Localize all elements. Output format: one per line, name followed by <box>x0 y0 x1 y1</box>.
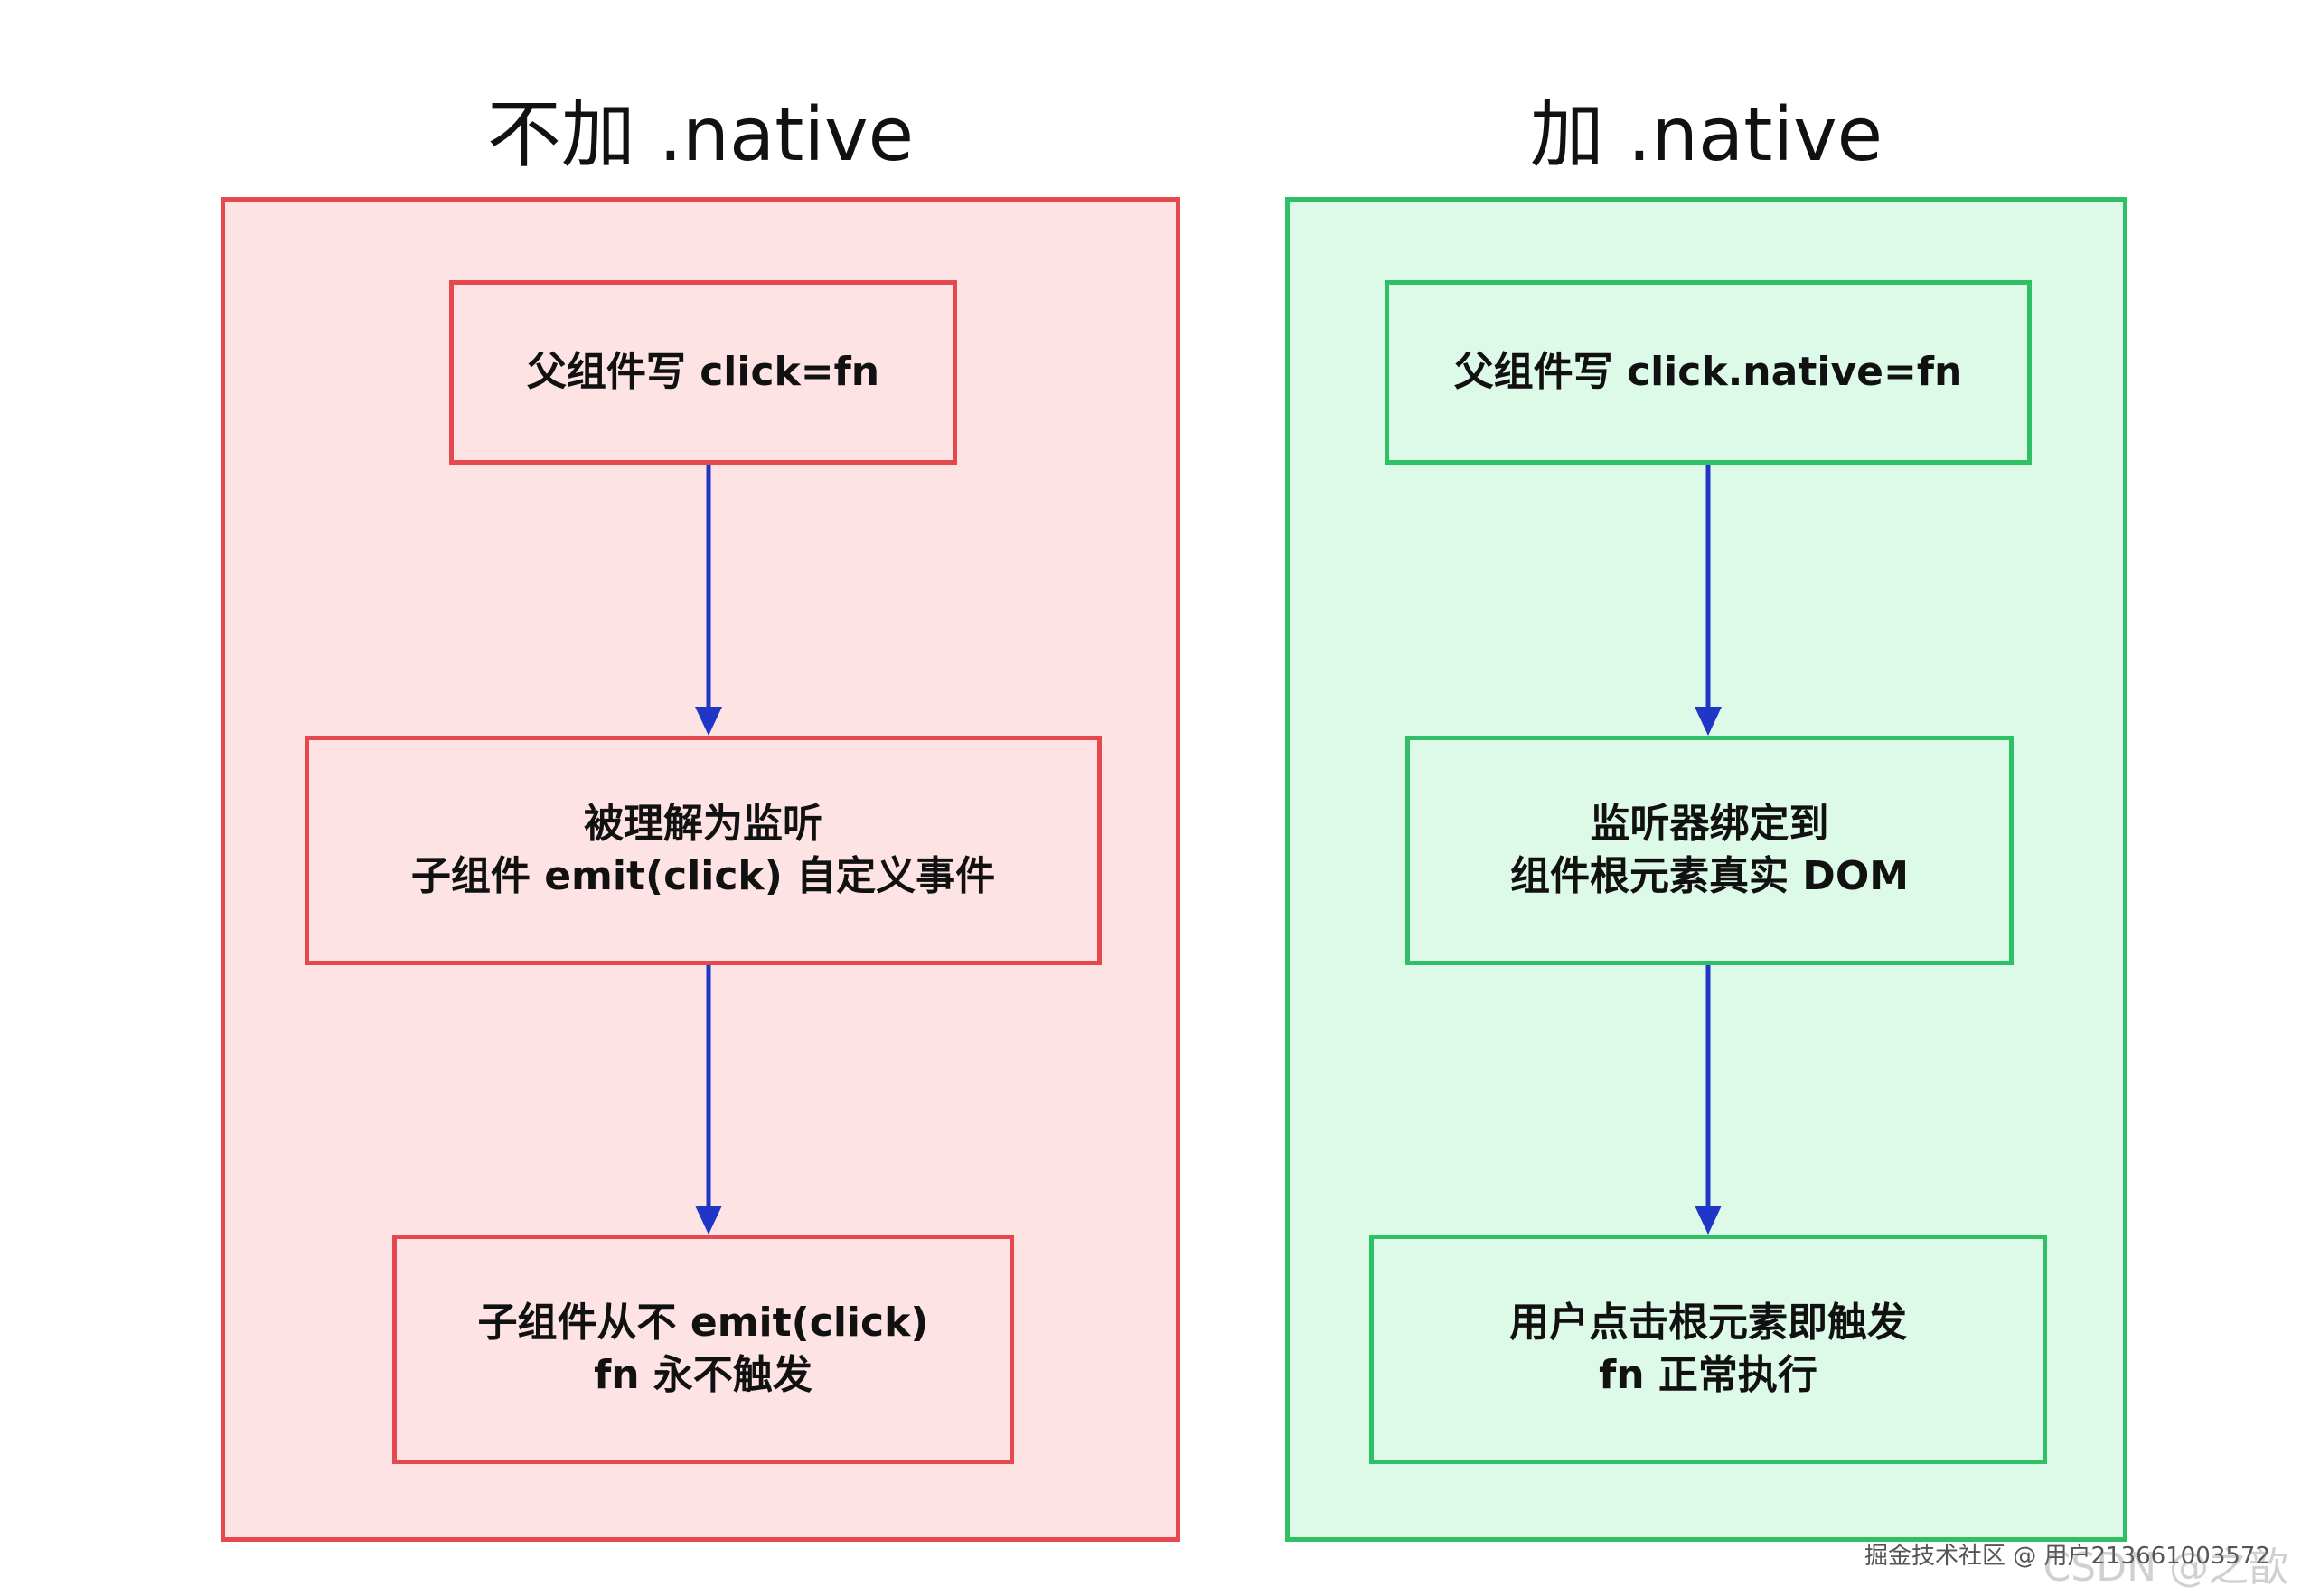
left-node-1-line-1: 父组件写 click=fn <box>526 349 880 395</box>
right-node-2: 监听器绑定到 组件根元素真实 DOM <box>1405 736 2014 965</box>
right-arrow-2 <box>1695 965 1722 1235</box>
watermark-csdn: CSDN @之歆 <box>2043 1544 2288 1591</box>
left-arrow-1 <box>695 465 722 736</box>
left-arrow-2 <box>695 965 722 1235</box>
left-node-3-line-1: 子组件从不 emit(click) <box>477 1300 929 1346</box>
left-node-2-line-2: 子组件 emit(click) 自定义事件 <box>410 853 996 899</box>
left-node-1: 父组件写 click=fn <box>449 280 957 465</box>
right-node-1-line-1: 父组件写 click.native=fn <box>1453 349 1963 395</box>
right-node-3-line-2: fn 正常执行 <box>1599 1352 1817 1398</box>
right-node-2-line-2: 组件根元素真实 DOM <box>1509 853 1910 899</box>
left-node-2-line-1: 被理解为监听 <box>584 801 822 847</box>
right-node-3: 用户点击根元素即触发 fn 正常执行 <box>1369 1235 2047 1464</box>
right-arrow-2-head <box>1695 1206 1722 1235</box>
left-node-3-line-2: fn 永不触发 <box>594 1352 812 1398</box>
right-node-1: 父组件写 click.native=fn <box>1385 280 2032 465</box>
left-arrow-1-head <box>695 707 722 736</box>
left-node-3: 子组件从不 emit(click) fn 永不触发 <box>392 1235 1014 1464</box>
left-panel: 父组件写 click=fn 被理解为监听 子组件 emit(click) 自定义… <box>221 197 1180 1542</box>
left-node-2: 被理解为监听 子组件 emit(click) 自定义事件 <box>305 736 1102 965</box>
watermark-juejin: 掘金技术社区 @ 用户213661003572 <box>1864 1543 2270 1570</box>
right-arrow-1-head <box>1695 707 1722 736</box>
left-arrow-2-head <box>695 1206 722 1235</box>
right-panel-title: 加 .native <box>1529 92 1883 178</box>
right-arrow-1 <box>1695 465 1722 736</box>
right-node-2-line-1: 监听器绑定到 <box>1590 801 1829 847</box>
right-node-3-line-1: 用户点击根元素即触发 <box>1509 1300 1907 1346</box>
right-panel: 父组件写 click.native=fn 监听器绑定到 组件根元素真实 DOM … <box>1285 197 2127 1542</box>
left-panel-title: 不加 .native <box>486 92 915 178</box>
